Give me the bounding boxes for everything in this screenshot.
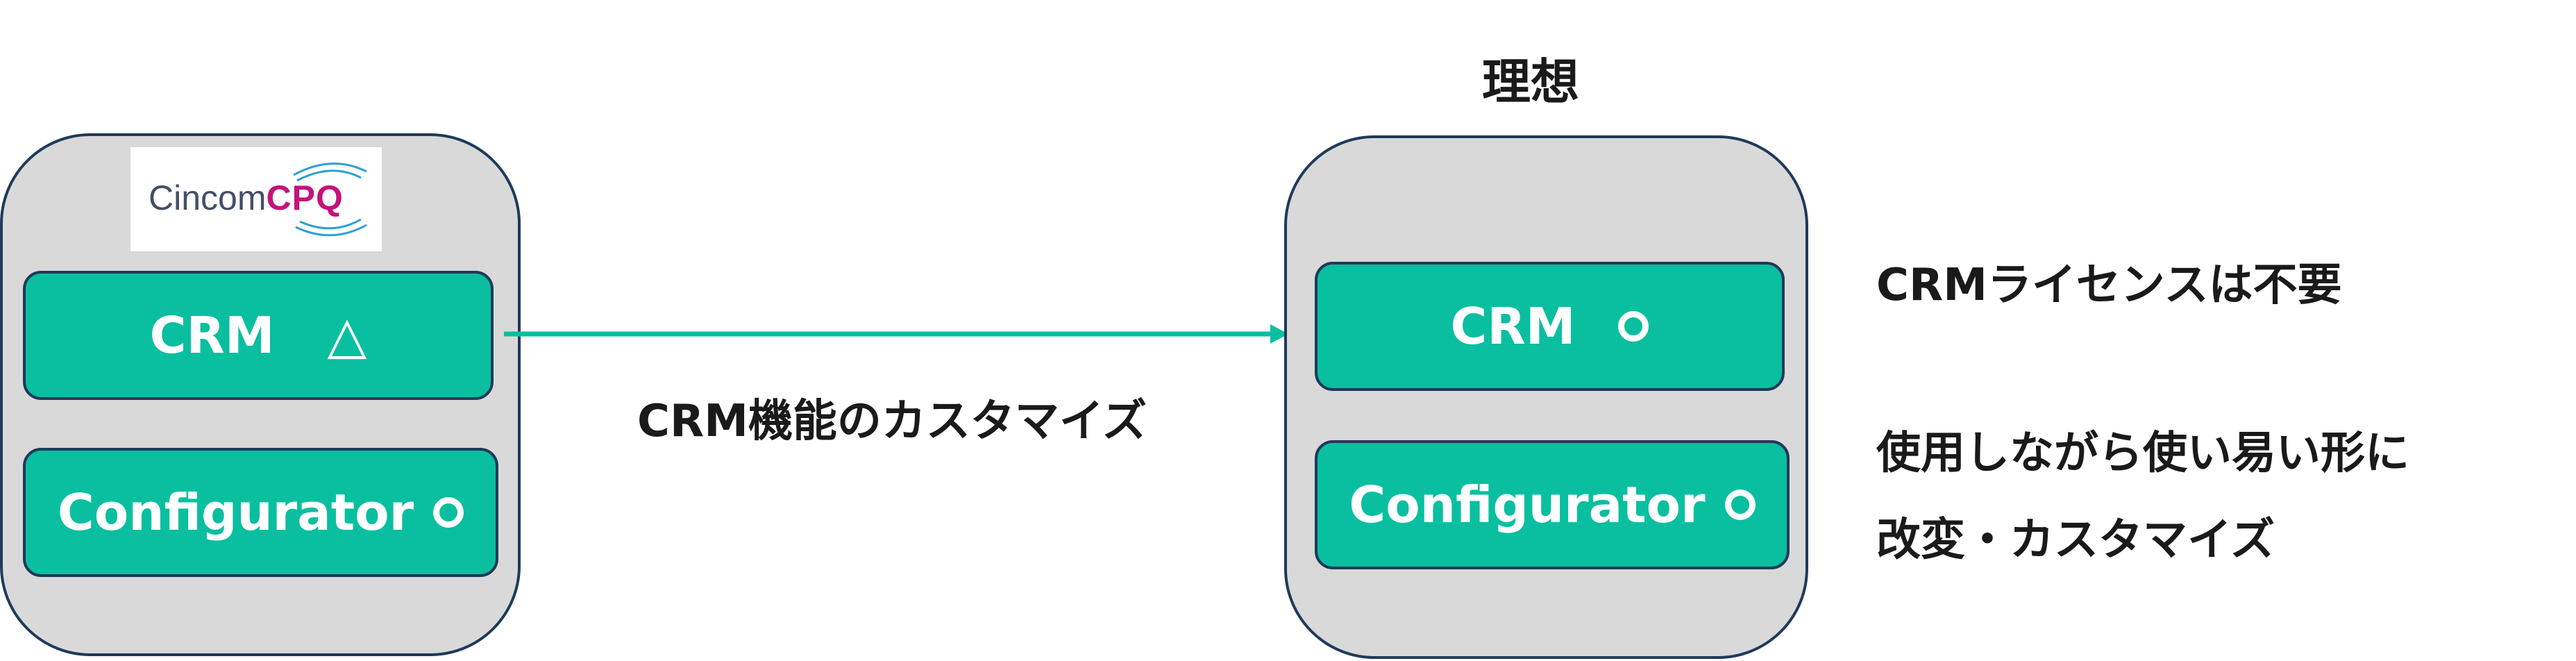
logo-swoosh-icon — [293, 162, 367, 237]
logo-text-cpq: CPQ — [266, 178, 344, 217]
right-system-box — [1284, 135, 1808, 659]
triangle-mark-icon: △ — [327, 306, 367, 365]
note-license: CRMライセンスは不要 — [1876, 260, 2342, 311]
logo-text-cincom: Cincom — [149, 178, 267, 217]
left-crm-label: CRM — [149, 306, 275, 365]
circle-mark-icon — [1618, 311, 1649, 342]
right-configurator-module: Configurator — [1315, 440, 1790, 569]
right-configurator-label: Configurator — [1349, 476, 1706, 534]
right-crm-module: CRM — [1315, 262, 1785, 391]
ideal-title: 理想 — [1482, 53, 1579, 110]
left-configurator-module: Configurator — [23, 448, 498, 577]
left-configurator-label: Configurator — [57, 483, 414, 542]
arrow-label: CRM機能のカスタマイズ — [637, 396, 1147, 447]
circle-mark-icon — [433, 497, 464, 528]
cincom-cpq-logo: CincomCPQ — [131, 147, 382, 251]
circle-mark-icon — [1724, 490, 1756, 520]
note-usability: 使用しながら使い易い形に — [1876, 428, 2409, 479]
right-crm-label: CRM — [1450, 297, 1576, 355]
left-crm-module: CRM △ — [23, 271, 494, 400]
note-customize: 改変・カスタマイズ — [1876, 514, 2275, 566]
